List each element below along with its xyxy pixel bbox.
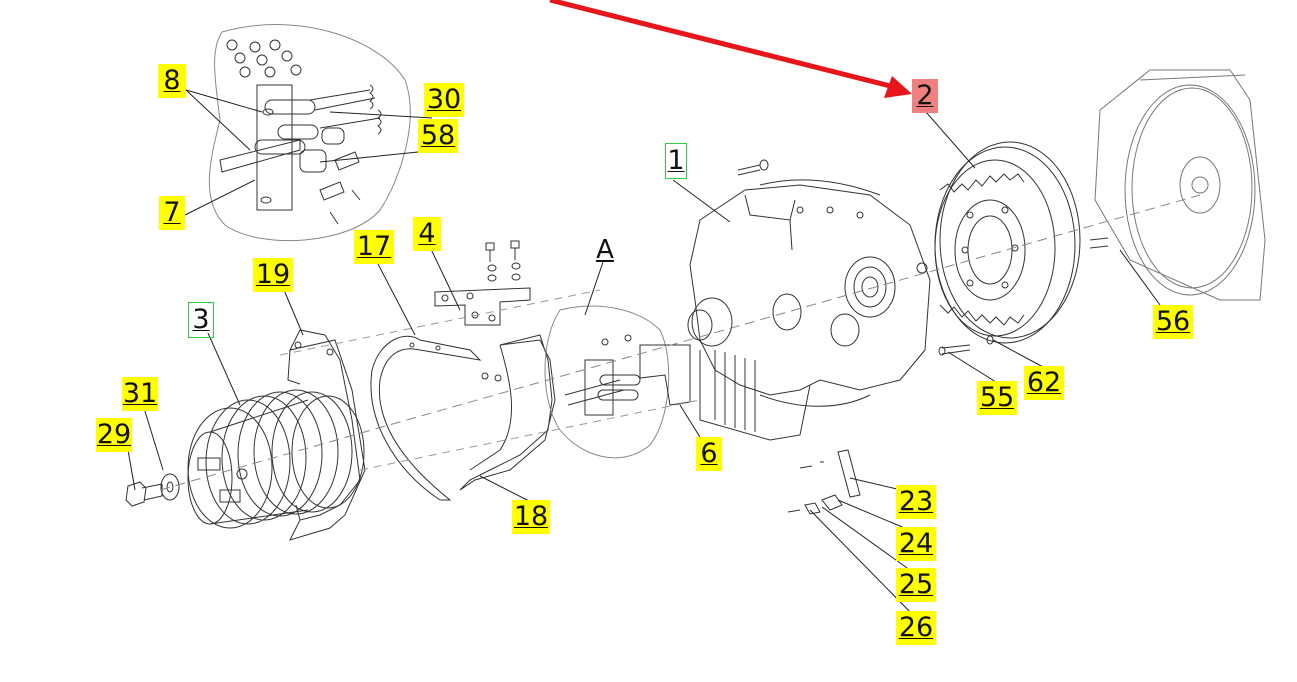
shield-17 [370, 335, 482, 501]
detail-bubble [208, 24, 411, 242]
callout-56: 56 [1153, 305, 1193, 339]
callout-58: 58 [418, 119, 458, 153]
bracket-23 [799, 449, 861, 498]
center-line [159, 194, 1201, 491]
callout-7: 7 [159, 196, 185, 230]
bolt-top-gearbox [737, 159, 769, 176]
bolt-29 [125, 481, 163, 507]
shield-19 [289, 329, 366, 541]
bracket-6 [639, 344, 691, 406]
callout-18: 18 [512, 500, 550, 534]
callout-26: 26 [896, 611, 936, 645]
gearbox-housing [687, 179, 931, 441]
callout-19: 19 [253, 258, 293, 292]
callout-4: 4 [413, 217, 441, 251]
washer-31 [160, 473, 180, 501]
pulley-part [187, 389, 365, 529]
valve-detail [564, 334, 641, 416]
callout-23: 23 [896, 485, 936, 519]
callout-62: 62 [1024, 366, 1064, 400]
flywheel-part [934, 141, 1109, 344]
callout-25: 25 [896, 568, 936, 602]
callout-29: 29 [96, 418, 132, 452]
callout-2: 2 [912, 79, 938, 113]
callout-3: 3 [188, 302, 214, 338]
flywheel-housing [1094, 69, 1266, 301]
detail-a-bubble [544, 305, 670, 459]
highlight-arrow [549, 0, 912, 98]
callout-24: 24 [896, 527, 936, 561]
bolt-55 [938, 344, 971, 356]
callout-8: 8 [158, 64, 186, 98]
callout-17: 17 [354, 230, 394, 264]
bracket-4 [434, 240, 531, 326]
section-label-a: A [596, 235, 614, 265]
callout-31: 31 [122, 377, 158, 411]
clip-24 [821, 494, 843, 511]
clip-25 [804, 502, 821, 515]
bracket-assembly-detail [219, 39, 382, 225]
callout-6: 6 [696, 437, 722, 471]
callout-55: 55 [977, 381, 1017, 415]
callout-30: 30 [424, 83, 464, 117]
shield-18 [459, 334, 556, 491]
bolt-26 [787, 509, 801, 513]
callout-1: 1 [665, 143, 687, 179]
